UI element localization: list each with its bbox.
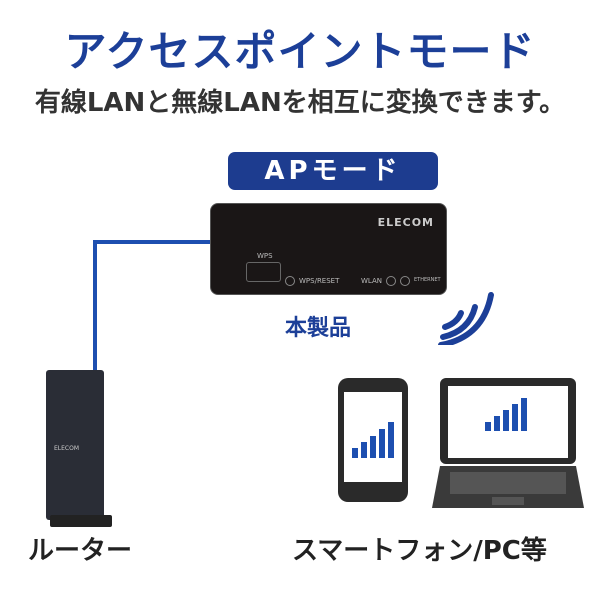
access-point-device: ELECOM WPS WPS/RESET WLAN ETHERNET	[210, 203, 447, 295]
page-title: アクセスポイントモード	[64, 27, 536, 76]
led-icon	[285, 276, 295, 286]
led-icon	[386, 276, 396, 286]
device-brand: ELECOM	[377, 216, 434, 229]
cable-line	[93, 240, 97, 375]
router-device: ELECOM	[46, 370, 104, 520]
wps-button	[246, 262, 281, 282]
wlan-label: WLAN	[361, 277, 383, 285]
ethernet-label: ETHERNET	[414, 277, 441, 283]
subtitle: 有線LANと無線LANを相互に変換できます。	[34, 88, 566, 118]
clients-label: スマートフォン/PC等	[292, 536, 547, 566]
wifi-signal-icon	[438, 292, 494, 345]
ap-mode-badge: APモード	[228, 152, 438, 190]
router-label: ルーター	[28, 536, 133, 566]
router-stand	[50, 515, 112, 527]
wps-reset-label: WPS/RESET	[299, 277, 340, 285]
wps-label: WPS	[257, 252, 273, 260]
product-label: 本製品	[285, 316, 352, 341]
router-brand: ELECOM	[54, 445, 80, 452]
laptop-icon	[432, 378, 584, 508]
cable-line	[93, 240, 211, 244]
led-icon	[400, 276, 410, 286]
smartphone-icon	[338, 378, 408, 502]
